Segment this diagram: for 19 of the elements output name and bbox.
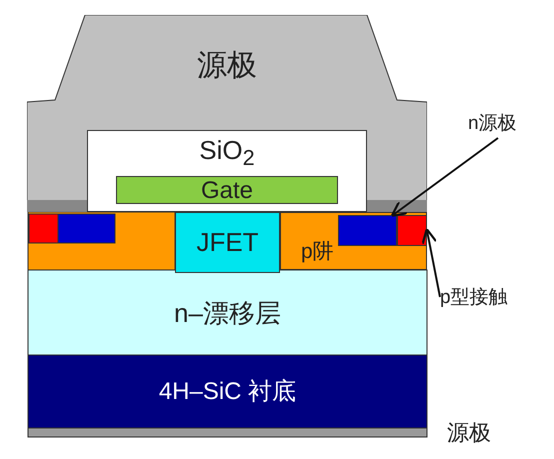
layer-label: n–漂移层 xyxy=(174,297,281,330)
gate-electrode xyxy=(116,176,338,204)
n-source-region xyxy=(338,215,397,246)
callout-text: n源极 xyxy=(468,110,544,136)
region-label: JFET xyxy=(195,227,260,258)
source-metal xyxy=(27,15,427,212)
terminal-label: 源极 xyxy=(447,419,491,447)
oxide-layer xyxy=(87,130,367,212)
p-well-region xyxy=(280,212,427,270)
region-label: Gate xyxy=(200,177,254,205)
region-label: SiO$_{2}$ xyxy=(198,135,256,172)
layer-label: 4H–SiC 衬底 xyxy=(158,377,296,407)
jfet-region xyxy=(175,212,280,273)
leader-arrow xyxy=(390,137,499,217)
region-label: 源极 xyxy=(196,48,258,84)
p-contact-region xyxy=(397,215,427,246)
callout-text: p型接触 xyxy=(440,284,546,310)
leader-arrow xyxy=(421,228,441,298)
region-label: p阱 xyxy=(301,239,334,265)
